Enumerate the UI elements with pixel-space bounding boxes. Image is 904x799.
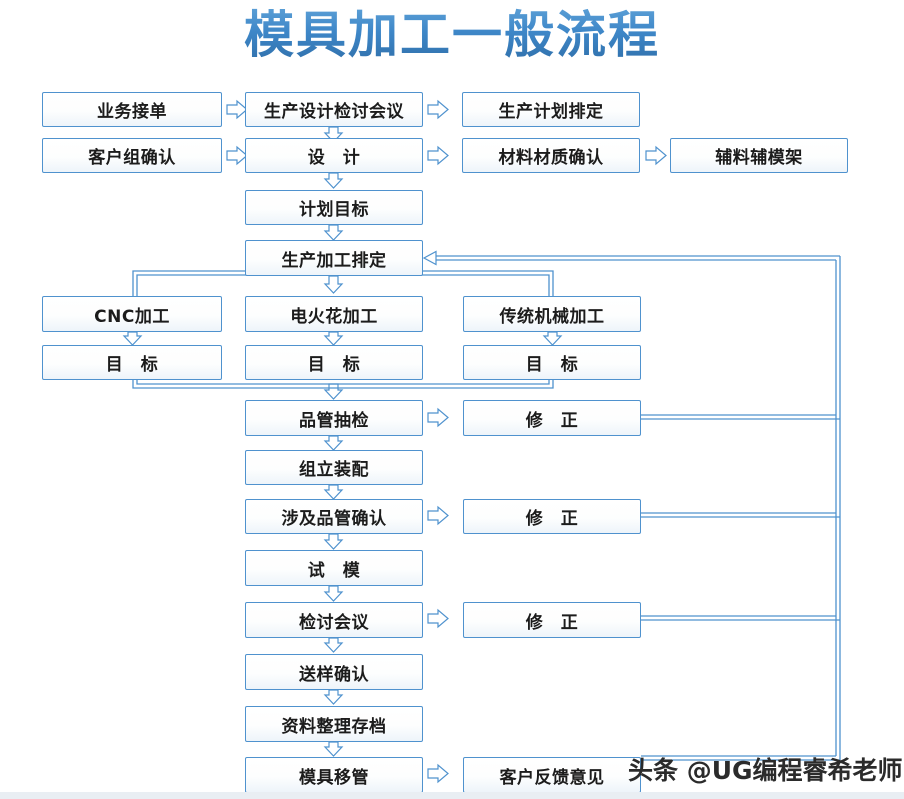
node-qc-sampling[interactable]: 品管抽检 [245, 400, 423, 436]
arrow-right-design-to-material [427, 145, 449, 166]
node-customer-feedback[interactable]: 客户反馈意见 [463, 757, 641, 793]
node-design[interactable]: 设 计 [245, 138, 423, 173]
arrow-down-qc-to-assembly [323, 435, 344, 451]
watermark-text: 头条 @UG编程睿希老师 [628, 756, 903, 785]
node-target-edm[interactable]: 目 标 [245, 345, 423, 380]
arrow-down-conventional-to-target [542, 331, 563, 346]
arrow-down-plantarget-to-schedule [323, 224, 344, 241]
arrow-down-edm-to-target [323, 331, 344, 346]
arrow-down-trial-to-review [323, 585, 344, 602]
node-fix-2[interactable]: 修 正 [463, 499, 641, 534]
arrow-right-qc-to-fix1 [427, 407, 449, 428]
arrow-down-cnc-to-target [122, 331, 143, 346]
bottom-bar [0, 792, 904, 799]
node-conventional-machining[interactable]: 传统机械加工 [463, 296, 641, 332]
node-cnc-machining[interactable]: CNC加工 [42, 296, 222, 332]
node-customer-group-confirm[interactable]: 客户组确认 [42, 138, 222, 173]
arrow-down-sample-to-archive [323, 689, 344, 705]
node-sample-confirm[interactable]: 送样确认 [245, 654, 423, 690]
arrow-right-material-to-aux [645, 145, 667, 166]
arrow-down-merge-to-qc [323, 383, 344, 400]
arrow-right-customer-to-design [226, 145, 248, 166]
node-fix-1[interactable]: 修 正 [463, 400, 641, 436]
node-order-intake[interactable]: 业务接单 [42, 92, 222, 127]
arrow-down-assembly-to-qcconfirm [323, 484, 344, 500]
page-title: 模具加工一般流程 [0, 4, 904, 66]
node-fix-3[interactable]: 修 正 [463, 602, 641, 638]
arrow-down-review-to-sample [323, 637, 344, 653]
arrow-right-order-to-meeting [226, 99, 248, 120]
node-assembly[interactable]: 组立装配 [245, 450, 423, 485]
node-document-archive[interactable]: 资料整理存档 [245, 706, 423, 742]
arrow-down-qcconfirm-to-trial [323, 533, 344, 550]
arrow-down-schedule-to-edm [323, 275, 344, 294]
node-mold-trial[interactable]: 试 模 [245, 550, 423, 586]
node-plan-target[interactable]: 计划目标 [245, 190, 423, 225]
node-mold-handover[interactable]: 模具移管 [245, 757, 423, 793]
node-review-meeting[interactable]: 检讨会议 [245, 602, 423, 638]
node-qc-confirm[interactable]: 涉及品管确认 [245, 499, 423, 534]
arrow-right-handover-to-feedback [427, 763, 449, 784]
node-target-cnc[interactable]: 目 标 [42, 345, 222, 380]
merge-bar-targets [132, 379, 554, 389]
node-edm-machining[interactable]: 电火花加工 [245, 296, 423, 332]
node-aux-material-frame[interactable]: 辅料辅模架 [670, 138, 848, 173]
arrow-right-review-to-fix3 [427, 608, 449, 629]
arrow-down-archive-to-handover [323, 741, 344, 757]
node-material-quality-confirm[interactable]: 材料材质确认 [462, 138, 640, 173]
node-target-conventional[interactable]: 目 标 [463, 345, 641, 380]
arrow-down-design-to-plantarget [323, 172, 344, 189]
arrow-right-meeting-to-plan [427, 99, 449, 120]
arrow-right-qcconfirm-to-fix2 [427, 505, 449, 526]
node-design-review-meeting[interactable]: 生产设计检讨会议 [245, 92, 423, 127]
node-production-plan-schedule[interactable]: 生产计划排定 [462, 92, 640, 127]
node-machining-schedule[interactable]: 生产加工排定 [245, 240, 423, 276]
